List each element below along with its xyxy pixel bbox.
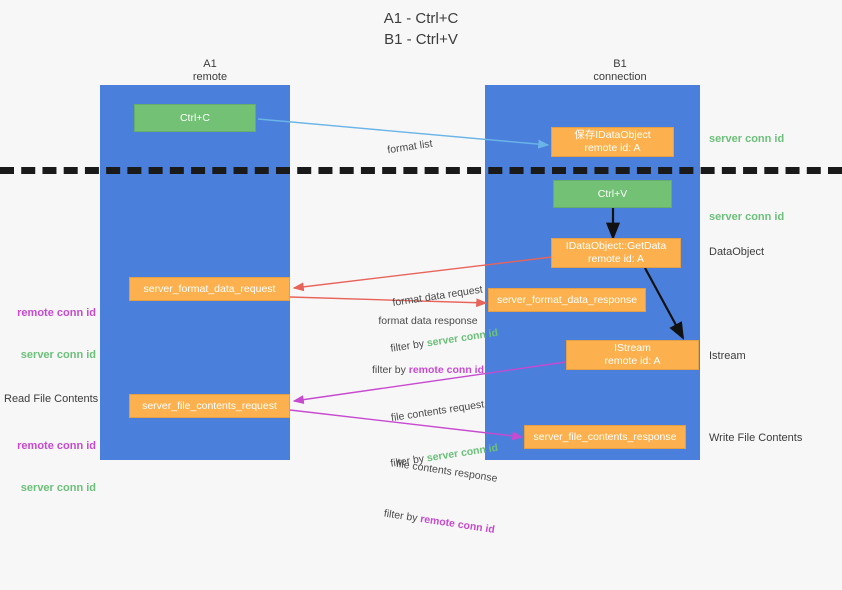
right-label-dataobject: DataObject [709, 246, 765, 258]
node-server-file-contents-response-label: server_file_contents_response [533, 430, 677, 443]
arrow-format-data-response [289, 296, 488, 308]
column-header-a1: A1 remote [192, 58, 228, 83]
filter-prefix: filter by [371, 364, 409, 376]
edge-label-format-list-text: format list [386, 137, 434, 157]
edge-label-format-data-response-filter: filter by remote conn id [330, 363, 526, 378]
node-server-format-data-response[interactable]: server_format_data_response [488, 288, 646, 312]
left-label-remote-conn-id: remote conn id [17, 440, 96, 452]
node-server-format-data-response-label: server_format_data_response [496, 293, 638, 306]
node-istream[interactable]: IStream remote id: A [566, 340, 699, 370]
node-ctrl-v[interactable]: Ctrl+V [553, 180, 672, 208]
node-server-format-data-request[interactable]: server_format_data_request [129, 277, 290, 301]
edge-label-format-data-response-line1: format data response [378, 315, 478, 327]
left-label-read-file-contents: Read File Contents [4, 393, 99, 405]
node-ctrl-v-line1: Ctrl+V [597, 187, 628, 200]
diagram-canvas: A1 - Ctrl+C B1 - Ctrl+V A1 remote B1 con… [0, 10, 842, 536]
filter-id-remote: remote conn id [419, 512, 496, 536]
left-label-remote-conn-id: remote conn id [17, 307, 96, 319]
node-ctrl-c-line1: Ctrl+C [179, 111, 211, 124]
right-label-server-conn-id-top: server conn id [709, 133, 785, 145]
edge-label-format-list: format list [345, 110, 475, 185]
node-getdata-line1: IDataObject::GetData [565, 240, 667, 252]
left-label-ids-bottom: remote conn id server conn id [10, 411, 96, 523]
node-server-format-data-request-label: server_format_data_request [143, 282, 276, 295]
right-label-write-file-contents: Write File Contents [709, 432, 803, 444]
edge-label-format-data-response: format data response filter by remote co… [330, 284, 526, 408]
node-getdata[interactable]: IDataObject::GetData remote id: A [551, 238, 681, 268]
node-server-file-contents-request-label: server_file_contents_request [142, 399, 277, 412]
right-label-server-conn-id-middle: server conn id [709, 211, 785, 223]
node-ctrl-c[interactable]: Ctrl+C [134, 104, 256, 132]
arrow-format-list [257, 118, 550, 149]
right-label-istream: Istream [709, 350, 746, 362]
left-label-server-conn-id: server conn id [20, 482, 96, 494]
left-label-ids-middle: remote conn id server conn id [10, 278, 96, 390]
left-label-server-conn-id: server conn id [20, 349, 96, 361]
node-istream-line1: IStream [614, 342, 651, 354]
arrow-getdata-to-istream [644, 267, 685, 340]
filter-id-remote: remote conn id [408, 364, 485, 376]
arrow-format-data-request [292, 256, 553, 292]
phase-divider [0, 167, 842, 174]
edge-label-file-contents-response: file contents response filter by remote … [345, 404, 541, 590]
node-save-idataobject-line2: remote id: A [584, 142, 641, 154]
connector-layer [257, 118, 685, 441]
node-getdata-line2: remote id: A [587, 253, 645, 265]
node-server-file-contents-response[interactable]: server_file_contents_response [524, 425, 686, 449]
edge-label-file-contents-response-filter: filter by remote conn id [341, 500, 537, 544]
node-save-idataobject-line1: 保存IDataObject [574, 129, 651, 141]
arrow-file-contents-request [292, 361, 567, 405]
page-title: A1 - Ctrl+C B1 - Ctrl+V [383, 10, 459, 48]
node-istream-line2: remote id: A [604, 355, 661, 367]
node-save-idataobject[interactable]: 保存IDataObject remote id: A [551, 127, 674, 157]
arrow-file-contents-response [289, 409, 524, 441]
column-header-b1: B1 connection [593, 58, 647, 83]
node-server-file-contents-request[interactable]: server_file_contents_request [129, 394, 290, 418]
filter-prefix: filter by [383, 507, 422, 525]
edge-label-file-contents-response-line1: file contents response [395, 457, 499, 485]
